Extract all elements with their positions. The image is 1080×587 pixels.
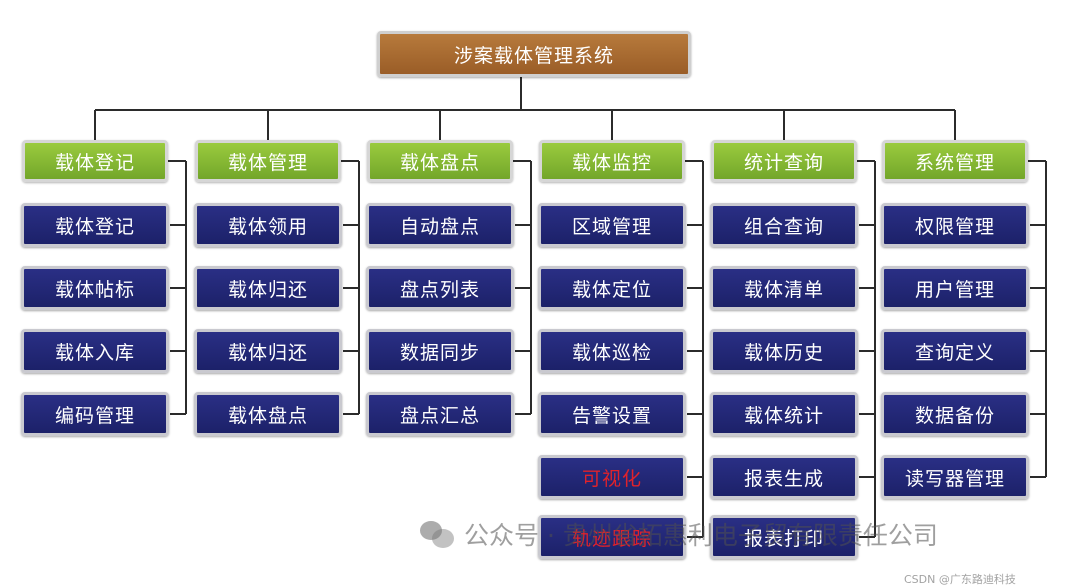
sub-item-box: 自动盘点 — [366, 203, 514, 247]
sub-item-box: 可视化 — [538, 455, 686, 499]
sub-item-box: 组合查询 — [710, 203, 858, 247]
sub-item-box: 报表生成 — [710, 455, 858, 499]
watermark-text: 公众号 · 贵州省拓惠利电子贸有限责任公司 — [464, 521, 938, 550]
sub-item-box: 轨迹跟踪 — [538, 515, 686, 559]
sub-item-box: 编码管理 — [21, 392, 169, 436]
sub-item-box: 权限管理 — [881, 203, 1029, 247]
sub-item-box: 查询定义 — [881, 329, 1029, 373]
category-box: 载体盘点 — [367, 140, 513, 182]
footnote: CSDN @广东路迪科技 — [904, 573, 1016, 586]
sub-item-box: 载体定位 — [538, 266, 686, 310]
sub-item-box: 载体领用 — [194, 203, 342, 247]
sub-item-box: 载体盘点 — [194, 392, 342, 436]
sub-item-box: 告警设置 — [538, 392, 686, 436]
category-box: 系统管理 — [882, 140, 1028, 182]
watermark: 公众号 · 贵州省拓惠利电子贸有限责任公司 — [420, 516, 938, 552]
sub-item-box: 盘点汇总 — [366, 392, 514, 436]
category-box: 统计查询 — [711, 140, 857, 182]
sub-item-box: 载体巡检 — [538, 329, 686, 373]
sub-item-box: 读写器管理 — [881, 455, 1029, 499]
sub-item-box: 载体归还 — [194, 329, 342, 373]
sub-item-box: 载体统计 — [710, 392, 858, 436]
sub-item-box: 载体登记 — [21, 203, 169, 247]
wechat-icon — [420, 519, 456, 549]
category-box: 载体登记 — [22, 140, 168, 182]
sub-item-box: 载体历史 — [710, 329, 858, 373]
sub-item-box: 区域管理 — [538, 203, 686, 247]
sub-item-box: 载体清单 — [710, 266, 858, 310]
root-title: 涉案载体管理系统 — [377, 31, 691, 77]
category-box: 载体管理 — [195, 140, 341, 182]
sub-item-box: 载体归还 — [194, 266, 342, 310]
category-box: 载体监控 — [539, 140, 685, 182]
sub-item-box: 盘点列表 — [366, 266, 514, 310]
sub-item-box: 载体入库 — [21, 329, 169, 373]
sub-item-box: 报表打印 — [710, 515, 858, 559]
sub-item-box: 数据同步 — [366, 329, 514, 373]
sub-item-box: 用户管理 — [881, 266, 1029, 310]
sub-item-box: 载体帖标 — [21, 266, 169, 310]
sub-item-box: 数据备份 — [881, 392, 1029, 436]
